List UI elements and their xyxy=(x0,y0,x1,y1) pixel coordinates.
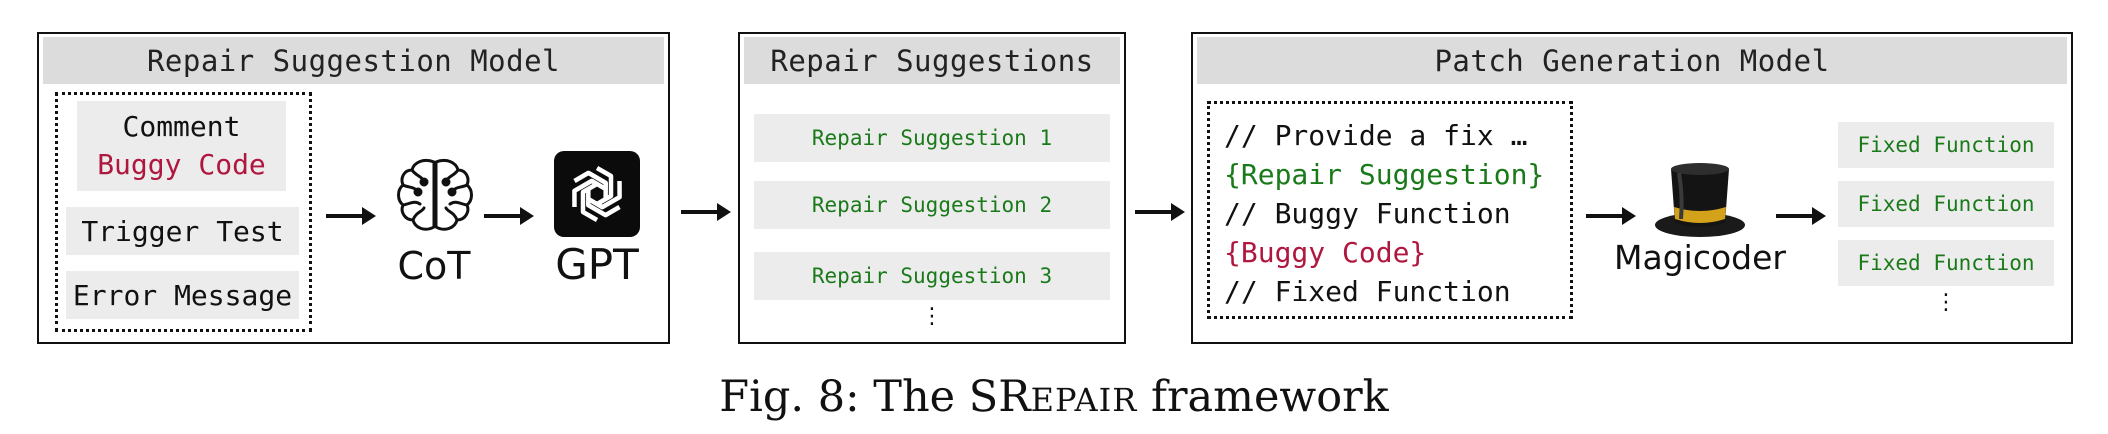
comment-buggy-code-box: Comment Buggy Code xyxy=(77,101,286,191)
ellipsis-vertical: ⋮ xyxy=(921,304,943,329)
trigger-test-box: Trigger Test xyxy=(66,207,299,255)
gpt-label: GPT xyxy=(555,240,639,289)
fixed-function-item: Fixed Function xyxy=(1838,240,2054,286)
repair-suggestion-item: Repair Suggestion 3 xyxy=(754,252,1110,300)
panel-title: Patch Generation Model xyxy=(1197,37,2067,84)
prompt-line: // Provide a fix … xyxy=(1224,119,1528,152)
repair-suggestion-item: Repair Suggestion 1 xyxy=(754,114,1110,162)
comment-label: Comment xyxy=(122,110,241,143)
patch-generation-model-panel: Patch Generation Model // Provide a fix … xyxy=(1191,32,2073,344)
top-hat-icon xyxy=(1655,163,1745,237)
repair-suggestions-panel: Repair Suggestions Repair Suggestion 1 R… xyxy=(738,32,1126,344)
magicoder-label: Magicoder xyxy=(1614,238,1786,277)
cot-label: CoT xyxy=(397,244,471,288)
fixed-function-item: Fixed Function xyxy=(1838,181,2054,227)
arrow-right-icon xyxy=(681,203,731,221)
brain-icon xyxy=(397,158,473,231)
prompt-template-box: // Provide a fix … {Repair Suggestion} /… xyxy=(1207,101,1573,319)
arrow-right-icon xyxy=(1135,203,1185,221)
panel-title: Repair Suggestions xyxy=(744,37,1120,84)
prompt-line: // Fixed Function xyxy=(1224,275,1511,308)
panel-title: Repair Suggestion Model xyxy=(43,37,664,84)
arrow-right-icon xyxy=(1776,207,1826,225)
prompt-line: // Buggy Function xyxy=(1224,197,1511,230)
caption-smallcaps: EPAIR xyxy=(1030,381,1138,419)
openai-logo-icon xyxy=(554,151,640,237)
input-group: Comment Buggy Code Trigger Test Error Me… xyxy=(55,92,312,332)
fixed-function-item: Fixed Function xyxy=(1838,122,2054,168)
prompt-line-buggy-code: {Buggy Code} xyxy=(1224,236,1427,269)
repair-suggestion-item: Repair Suggestion 2 xyxy=(754,181,1110,229)
figure-caption: Fig. 8: The SREPAIR framework xyxy=(0,372,2108,422)
caption-suffix: framework xyxy=(1137,372,1389,422)
arrow-right-icon xyxy=(484,207,534,225)
repair-suggestion-model-panel: Repair Suggestion Model Comment Buggy Co… xyxy=(37,32,670,344)
arrow-right-icon xyxy=(1586,207,1636,225)
ellipsis-vertical: ⋮ xyxy=(1935,290,1957,315)
buggy-code-label: Buggy Code xyxy=(97,148,266,181)
error-message-box: Error Message xyxy=(66,271,299,319)
caption-prefix: Fig. 8: The SR xyxy=(719,372,1031,422)
prompt-line-repair-suggestion: {Repair Suggestion} xyxy=(1224,158,1545,191)
arrow-right-icon xyxy=(326,207,376,225)
